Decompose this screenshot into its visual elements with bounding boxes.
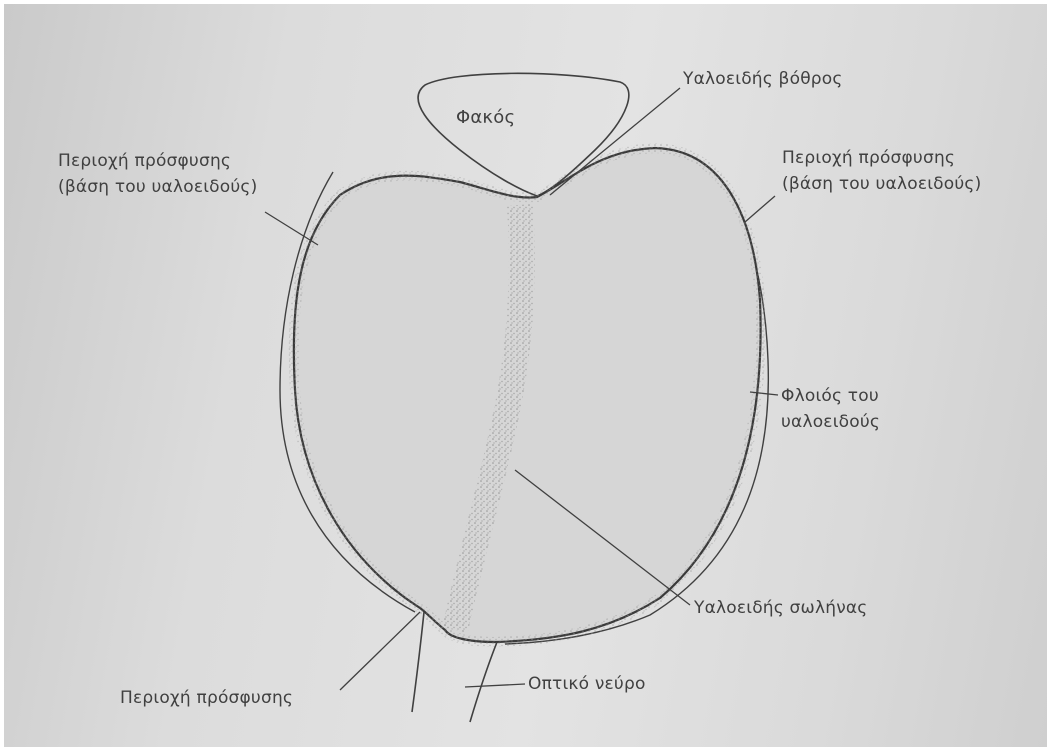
leader-attachment-left <box>265 212 318 245</box>
label-attachment-bottom: Περιοχή πρόσφυσης <box>120 685 293 711</box>
label-attachment-left-line1: Περιοχή πρόσφυσης <box>58 148 257 174</box>
label-hyaloid-canal: Υαλοειδής σωλήνας <box>694 595 867 621</box>
label-cortex-line1: Φλοιός του <box>781 383 880 409</box>
leader-attachment-bottom <box>340 612 420 690</box>
label-attachment-left-line2: (βάση του υαλοειδούς) <box>58 174 257 200</box>
leader-optic-nerve <box>465 684 525 687</box>
leader-attachment-right <box>745 196 775 222</box>
label-attachment-right-line2: (βάση του υαλοειδούς) <box>782 171 981 197</box>
label-cortex-line2: υαλοειδούς <box>781 409 880 435</box>
label-optic-nerve: Οπτικό νεύρο <box>528 671 646 697</box>
label-cortex: Φλοιός του υαλοειδούς <box>781 383 880 435</box>
label-hyaloid-fossa: Υαλοειδής βόθρος <box>683 66 843 92</box>
label-attachment-right: Περιοχή πρόσφυσης (βάση του υαλοειδούς) <box>782 145 981 197</box>
label-attachment-right-line1: Περιοχή πρόσφυσης <box>782 145 981 171</box>
label-lens: Φακός <box>456 105 515 131</box>
label-attachment-left: Περιοχή πρόσφυσης (βάση του υαλοειδούς) <box>58 148 257 200</box>
